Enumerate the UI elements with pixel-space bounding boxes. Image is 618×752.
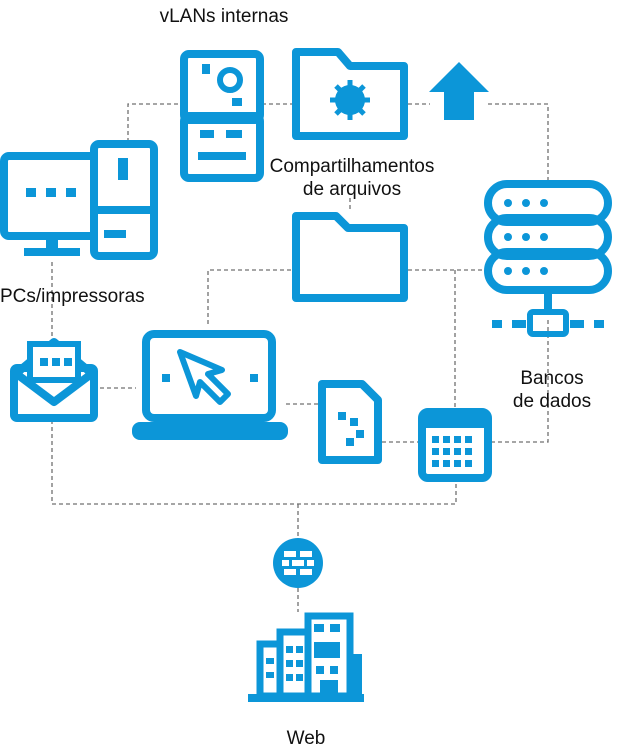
- pcs-printers-label: PCs/impressoras: [0, 286, 145, 307]
- document-icon: [318, 380, 382, 464]
- vlans-label: vLANs internas: [159, 6, 289, 27]
- folder-gear-icon: [292, 48, 408, 140]
- connector-lines: [51, 103, 549, 612]
- web-label: Web: [286, 728, 326, 749]
- file-shares-label-line2: de arquivos: [302, 179, 402, 200]
- upload-arrow-icon: [429, 62, 489, 120]
- city-buildings-icon: [248, 612, 364, 702]
- database-server-icon: [484, 180, 612, 337]
- desktop-pc-icon: [0, 140, 158, 260]
- file-shares-label-line1: Compartilhamentos: [269, 156, 435, 177]
- databases-label: Bancos de dados: [496, 367, 608, 413]
- calendar-icon: [418, 408, 492, 482]
- mail-icon: [10, 338, 98, 422]
- databases-label-line2: de dados: [512, 391, 592, 412]
- firewall-icon: [273, 538, 323, 588]
- laptop-cursor-icon: [132, 330, 288, 440]
- databases-label-line1: Bancos: [520, 368, 584, 389]
- server-tower-icon: [180, 50, 264, 182]
- folder-icon: [292, 212, 408, 302]
- file-shares-label: Compartilhamentos de arquivos: [256, 155, 448, 201]
